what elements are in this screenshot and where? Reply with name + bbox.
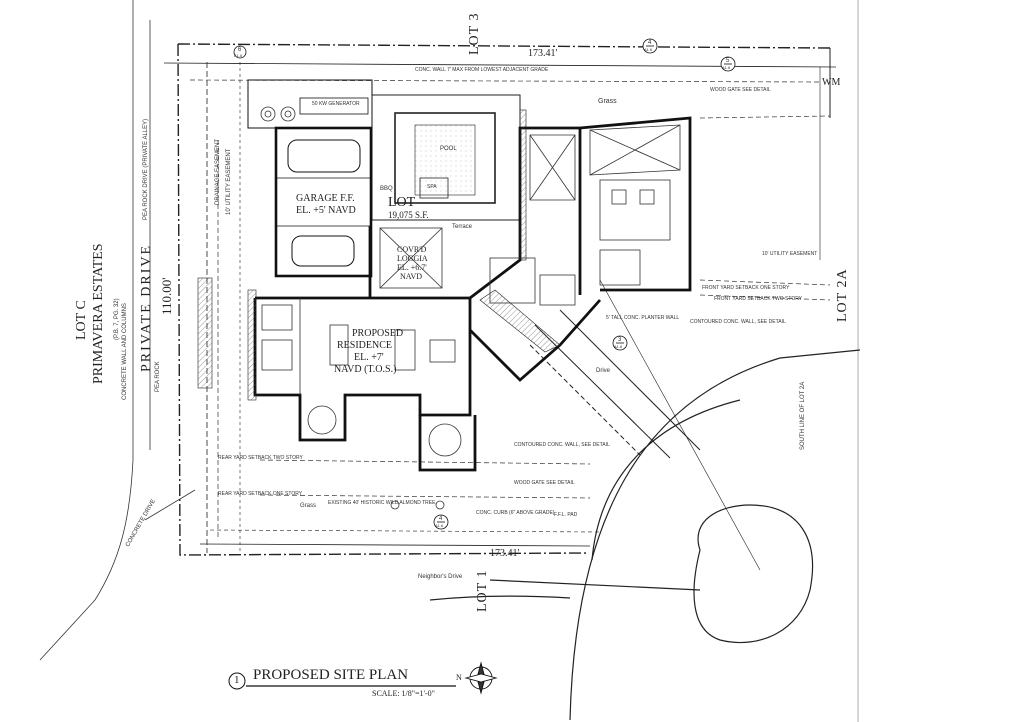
lot-1-label: LOT 1: [475, 569, 490, 612]
callout-5-sheet: A1.6: [614, 344, 623, 349]
rear-yard-one-note: REAR YARD SETBACK ONE STORY: [218, 491, 303, 497]
sheet-scale: SCALE: 1/8"=1'-0": [372, 689, 435, 698]
front-yard-two-note: FRONT YARD SETBACK TWO STORY: [714, 296, 803, 302]
north-label: N: [456, 673, 462, 682]
garage: [247, 79, 373, 278]
callout-4-number: 4: [439, 516, 443, 522]
primavera-ref-label: (P.B. 7, PG. 32): [114, 298, 120, 340]
utility-easement-left-label: 10' UTILITY EASEMENT: [226, 148, 232, 215]
detail-callouts: [233, 38, 736, 530]
callout-2-number: 5: [726, 58, 730, 64]
lot-c-label: LOT C: [74, 300, 89, 340]
almond-tree-note: EXISTING 40' HISTORIC WILD ALMOND TREE: [328, 500, 436, 506]
residence-label: PROPOSED: [352, 328, 404, 339]
drive-label: Drive: [596, 368, 611, 374]
lot-2a-label: LOT 2A: [835, 268, 850, 322]
dimension-bottom: 173.41': [490, 548, 520, 559]
lot-center-label: LOT: [388, 195, 416, 210]
trees: [260, 106, 445, 510]
bbq-label: BBQ: [380, 186, 393, 192]
wood-gate-bottom-note: WOOD GATE SEE DETAIL: [514, 480, 575, 486]
pea-rock-label: PEA ROCK: [155, 361, 161, 392]
private-alley-label: PEA ROCK DRIVE (PRIVATE ALLEY): [143, 118, 149, 220]
terrace-label: Terrace: [452, 224, 473, 230]
tall-planter-note: 5' TALL CONC. PLANTER WALL: [606, 315, 680, 321]
primavera-label: PRIMAVERA ESTATES: [91, 243, 106, 384]
residence-elevation-2: NAVD (T.O.S.): [334, 364, 397, 375]
callout-3-sheet: A1.6: [234, 53, 243, 58]
title-marker: [228, 672, 456, 690]
loggia-label-2: LOGGIA: [397, 254, 428, 263]
rear-yard-two-note: REAR YARD SETBACK TWO STORY: [218, 455, 303, 461]
utility-easement-note: 10' UTILITY EASEMENT: [762, 251, 818, 257]
north-arrow-icon: [464, 661, 498, 695]
conc-curb-note: CONC. CURB (6" ABOVE GRADE): [476, 510, 555, 516]
loggia-elevation-2: NAVD: [400, 272, 423, 281]
concrete-wall-label: CONCRETE WALL AND COLUMNS: [122, 303, 128, 400]
grass-top-label: Grass: [598, 98, 617, 105]
cul-de-sac: [429, 349, 861, 721]
contoured-wall-note: CONTOURED CONC. WALL, SEE DETAIL: [690, 319, 786, 325]
callout-5-number: 3: [618, 337, 622, 343]
garage-label: GARAGE F.F.: [296, 193, 355, 204]
lot-area-label: 19,075 S.F.: [388, 210, 429, 220]
wm-label: WM: [822, 77, 841, 88]
generator-label: 50 KW GENERATOR: [312, 101, 360, 107]
callout-4-sheet: A1.6: [435, 523, 444, 528]
interior-details: [261, 124, 681, 457]
ffl-pad-note: F.F.L. PAD: [554, 512, 578, 518]
drainage-easement-label: DRAINAGE EASEMENT: [215, 138, 221, 205]
title-number: 1: [234, 674, 240, 686]
private-drive-area: [39, 0, 196, 661]
site-walls: [197, 109, 561, 401]
pool-area: [371, 94, 521, 221]
callout-3-number: 6: [238, 47, 242, 53]
callout-1-sheet: A1.6: [644, 47, 653, 52]
residence-elevation: EL. +7': [354, 352, 384, 363]
wood-gate-top-note: WOOD GATE SEE DETAIL: [710, 87, 771, 93]
conc-wall-top-note: CONC. WALL 7' MAX FROM LOWEST ADJACENT G…: [415, 67, 549, 73]
callout-2-sheet: A1.6: [722, 65, 731, 70]
private-drive-label: PRIVATE DRIVE: [139, 243, 154, 372]
contoured-wall-note-2: CONTOURED CONC. WALL, SEE DETAIL: [514, 442, 610, 448]
private-drive-width: 110.00': [159, 277, 174, 315]
neighbors-drive-label: Neighbor's Drive: [418, 574, 463, 580]
callout-1-number: 4: [648, 40, 652, 46]
residence-walls: [253, 116, 692, 472]
dimension-top: 173.41': [528, 48, 558, 59]
garage-elevation: EL. +5' NAVD: [296, 205, 356, 216]
south-line-label: SOUTH LINE OF LOT 2A: [800, 381, 806, 450]
lot-3-label: LOT 3: [467, 12, 482, 55]
residence-label-2: RESIDENCE: [337, 340, 392, 351]
grass-bottom-label: Grass: [300, 503, 317, 509]
front-yard-one-note: FRONT YARD SETBACK ONE STORY: [702, 285, 790, 291]
pool-label: POOL: [440, 146, 457, 152]
loggia-elevation: EL. +6.7': [397, 263, 427, 272]
spa-label: SPA: [427, 184, 437, 190]
sheet-title: PROPOSED SITE PLAN: [253, 667, 409, 683]
loggia-label: COVR'D: [397, 245, 427, 254]
